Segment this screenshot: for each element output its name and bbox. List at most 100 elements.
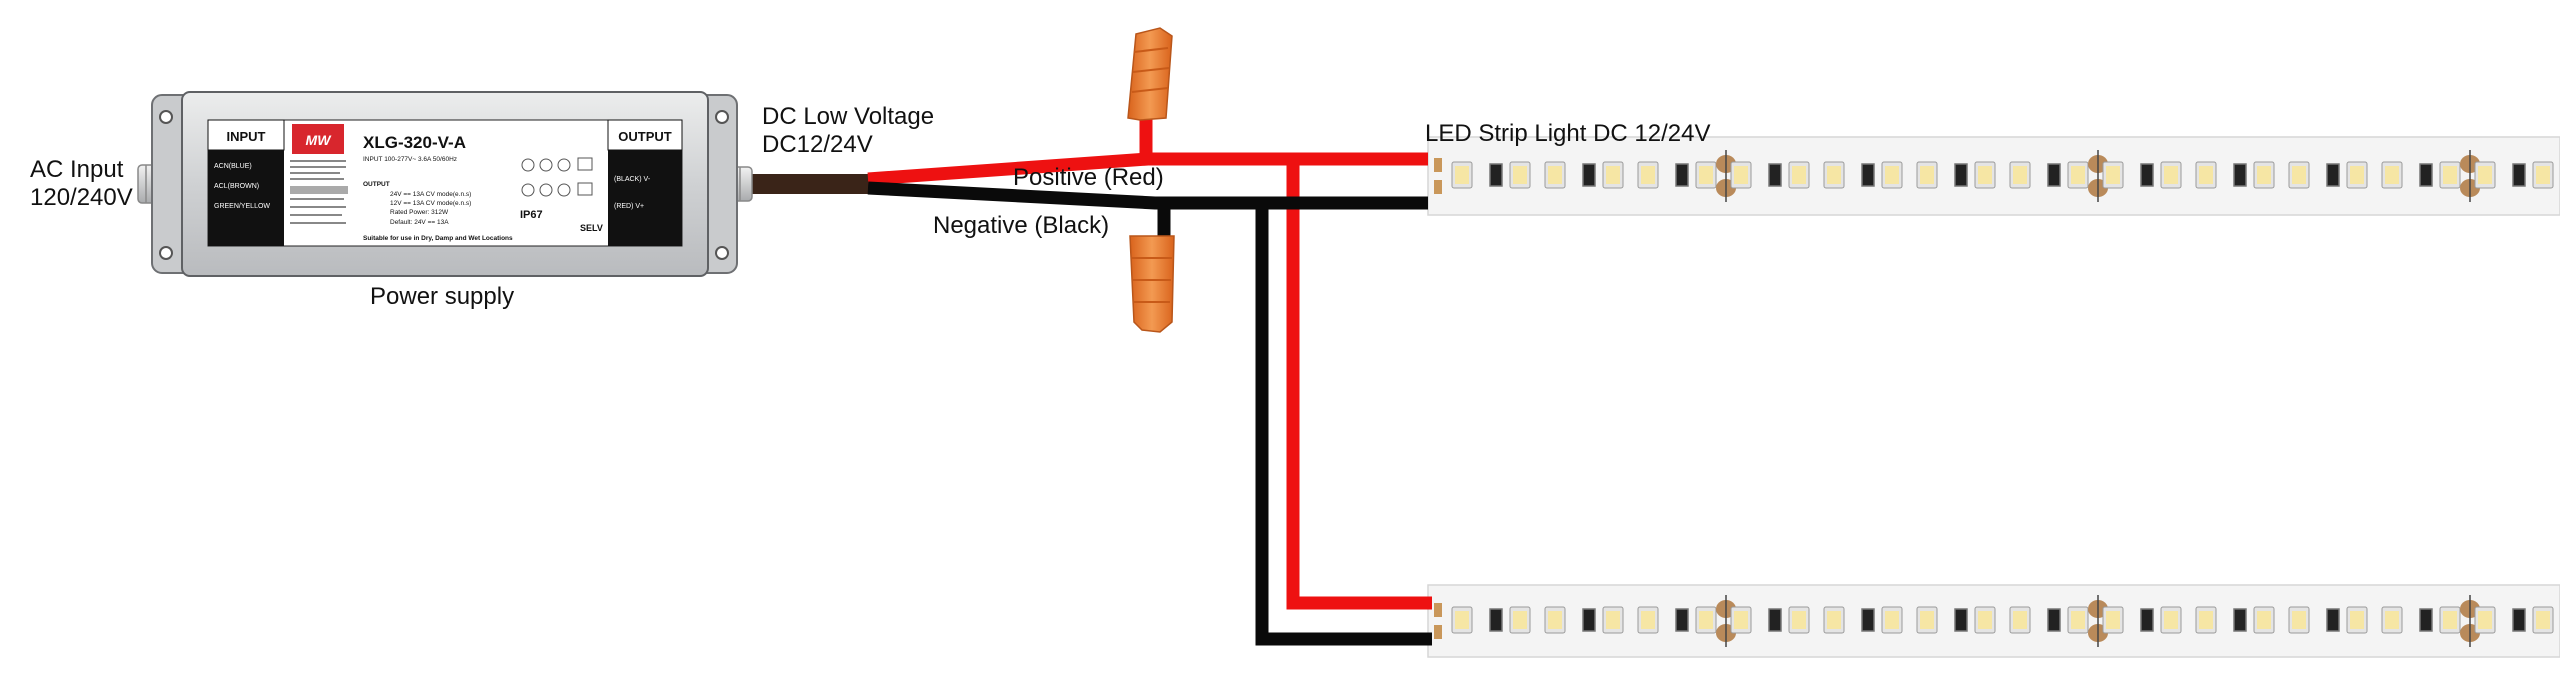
input-terminal-n: ACN(BLUE) bbox=[214, 163, 252, 170]
led-phosphor bbox=[1734, 166, 1748, 184]
led-phosphor bbox=[1827, 611, 1841, 629]
led-phosphor bbox=[2164, 166, 2178, 184]
resistor bbox=[2140, 163, 2154, 187]
output-terminal-negative: (BLACK) V- bbox=[614, 176, 651, 183]
resistor bbox=[1675, 163, 1689, 187]
led-strip-top bbox=[1427, 136, 2560, 216]
led-phosphor bbox=[1920, 611, 1934, 629]
wiring bbox=[867, 110, 1432, 646]
led-phosphor bbox=[2478, 611, 2492, 629]
resistor bbox=[2047, 608, 2061, 632]
input-terminal-l: ACL(BROWN) bbox=[214, 183, 259, 190]
led-phosphor bbox=[1978, 166, 1992, 184]
led-phosphor bbox=[2292, 611, 2306, 629]
led-phosphor bbox=[2199, 611, 2213, 629]
spec-rated-power: Rated Power: 312W bbox=[390, 209, 449, 216]
led-phosphor bbox=[2013, 611, 2027, 629]
led-phosphor bbox=[2071, 166, 2085, 184]
resistor bbox=[1582, 608, 1596, 632]
led-phosphor bbox=[2536, 611, 2550, 629]
led-phosphor bbox=[2443, 611, 2457, 629]
led-phosphor bbox=[1641, 166, 1655, 184]
resistor bbox=[1582, 163, 1596, 187]
resistor bbox=[1954, 608, 1968, 632]
led-phosphor bbox=[1885, 166, 1899, 184]
resistor bbox=[2512, 608, 2526, 632]
resistor bbox=[2233, 608, 2247, 632]
solder-pad bbox=[1434, 603, 1442, 617]
led-phosphor bbox=[1641, 611, 1655, 629]
spec-output: OUTPUT bbox=[363, 181, 390, 188]
led-phosphor bbox=[2106, 166, 2120, 184]
led-phosphor bbox=[2071, 611, 2085, 629]
led-phosphor bbox=[1606, 166, 1620, 184]
led-phosphor bbox=[1548, 166, 1562, 184]
mount-hole bbox=[159, 246, 173, 260]
led-phosphor bbox=[2350, 166, 2364, 184]
driver-input-header: INPUT bbox=[227, 129, 266, 144]
driver-output-header: OUTPUT bbox=[618, 129, 672, 144]
led-phosphor bbox=[2013, 166, 2027, 184]
resistor bbox=[1768, 608, 1782, 632]
spec-24v: 24V == 13A CV mode(e.n.s) bbox=[390, 191, 471, 198]
resistor bbox=[1675, 608, 1689, 632]
led-phosphor bbox=[2257, 611, 2271, 629]
input-terminal-ground: GREEN/YELLOW bbox=[214, 203, 270, 210]
solder-pad bbox=[1434, 158, 1442, 172]
ac-input-label: AC Input bbox=[30, 156, 124, 183]
ip-rating: IP67 bbox=[520, 209, 543, 221]
meanwell-logo bbox=[292, 124, 344, 154]
negative-wire-branch bbox=[1255, 203, 1432, 646]
positive-wire-label: Positive (Red) bbox=[1013, 164, 1164, 191]
resistor bbox=[2047, 163, 2061, 187]
led-phosphor bbox=[1699, 166, 1713, 184]
led-phosphor bbox=[1792, 611, 1806, 629]
led-phosphor bbox=[1606, 611, 1620, 629]
resistor bbox=[2419, 608, 2433, 632]
resistor bbox=[1489, 163, 1503, 187]
led-strip-label: LED Strip Light DC 12/24V bbox=[1425, 120, 1710, 147]
negative-wire bbox=[867, 181, 1428, 210]
led-phosphor bbox=[1978, 611, 1992, 629]
led-phosphor bbox=[1827, 166, 1841, 184]
led-phosphor bbox=[1513, 611, 1527, 629]
label-fine-print bbox=[290, 160, 348, 224]
led-phosphor bbox=[1455, 166, 1469, 184]
led-phosphor bbox=[1513, 166, 1527, 184]
led-phosphor bbox=[2292, 166, 2306, 184]
mount-hole bbox=[715, 110, 729, 124]
led-phosphor bbox=[2164, 611, 2178, 629]
solder-pad bbox=[1434, 625, 1442, 639]
led-phosphor bbox=[1792, 166, 1806, 184]
certification-marks bbox=[521, 157, 593, 197]
ac-input-voltage-label: 120/240V bbox=[30, 184, 133, 211]
led-phosphor bbox=[2536, 166, 2550, 184]
led-phosphor bbox=[2443, 166, 2457, 184]
power-supply: INPUT ACN(BLUE) ACL(BROWN) GREEN/YELLOW … bbox=[151, 91, 738, 277]
led-phosphor bbox=[2385, 166, 2399, 184]
led-phosphor bbox=[1455, 611, 1469, 629]
led-phosphor bbox=[1699, 611, 1713, 629]
dc-low-voltage-label: DC Low Voltage bbox=[762, 103, 934, 130]
led-phosphor bbox=[1734, 611, 1748, 629]
wire-connector-top bbox=[1127, 27, 1173, 121]
led-strip-bottom bbox=[1427, 584, 2560, 658]
led-phosphor bbox=[1548, 611, 1562, 629]
led-phosphor bbox=[2257, 166, 2271, 184]
resistor bbox=[1861, 163, 1875, 187]
led-phosphor bbox=[2385, 611, 2399, 629]
resistor bbox=[1489, 608, 1503, 632]
spec-default: Default: 24V == 13A bbox=[390, 219, 449, 226]
dc-voltage-label: DC12/24V bbox=[762, 131, 873, 158]
negative-wire-label: Negative (Black) bbox=[933, 212, 1109, 239]
selv-mark: SELV bbox=[580, 223, 603, 233]
spec-input: INPUT 100-277V~ 3.6A 50/60Hz bbox=[363, 156, 457, 163]
wire-connector-bottom bbox=[1129, 235, 1175, 333]
positive-wire-branch bbox=[1286, 159, 1432, 610]
led-phosphor bbox=[1920, 166, 1934, 184]
mount-hole bbox=[159, 110, 173, 124]
resistor bbox=[1954, 163, 1968, 187]
power-supply-label: Power supply bbox=[370, 283, 514, 310]
resistor bbox=[1768, 163, 1782, 187]
